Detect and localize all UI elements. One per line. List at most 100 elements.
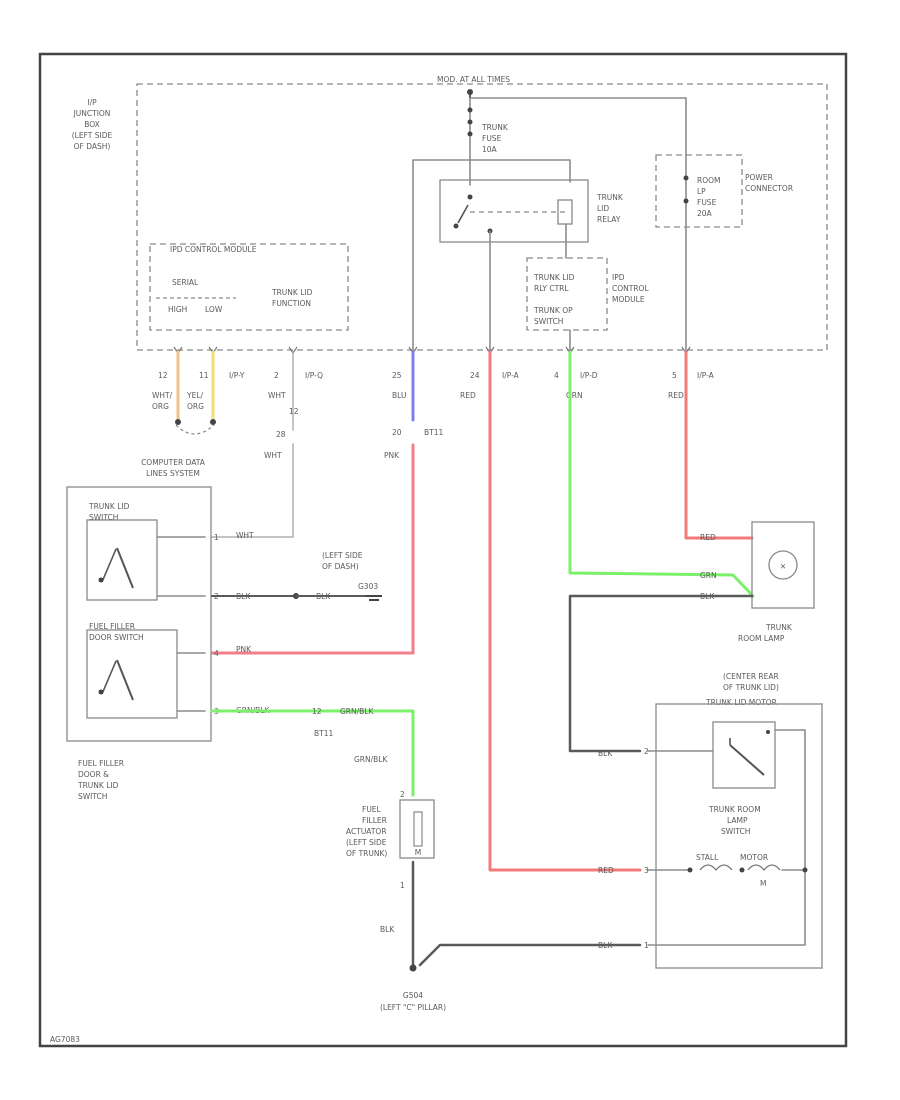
fuel-filler-trunk-lid-switch: TRUNK LID SWITCH FUEL FILLER DOOR SWITCH	[66, 486, 212, 742]
pin-ipd: I/P-D	[580, 371, 598, 380]
svg-text:GRN: GRN	[566, 391, 583, 400]
svg-text:BT11: BT11	[424, 428, 443, 437]
svg-text:RELAY: RELAY	[597, 215, 621, 224]
svg-text:LP: LP	[697, 187, 706, 196]
svg-text:(LEFT SIDE: (LEFT SIDE	[322, 551, 363, 560]
svg-text:TRUNK: TRUNK	[765, 623, 793, 632]
svg-text:TRUNK LID: TRUNK LID	[271, 288, 313, 297]
svg-text:G504: G504	[403, 991, 423, 1000]
svg-text:TRUNK LID: TRUNK LID	[88, 502, 130, 511]
svg-text:WHT/: WHT/	[152, 391, 173, 400]
grn-wire	[568, 350, 755, 598]
red-wire-5	[684, 350, 754, 540]
svg-text:OF TRUNK): OF TRUNK)	[346, 849, 387, 858]
svg-text:2: 2	[400, 790, 405, 799]
svg-text:OF DASH): OF DASH)	[74, 142, 111, 151]
svg-text:RED: RED	[598, 866, 614, 875]
svg-text:OF TRUNK LID): OF TRUNK LID)	[723, 683, 779, 692]
svg-text:DOOR SWITCH: DOOR SWITCH	[89, 633, 144, 642]
svg-text:M: M	[415, 848, 421, 857]
svg-text:TRUNK LID: TRUNK LID	[77, 781, 119, 790]
svg-text:STALL: STALL	[696, 853, 719, 862]
trunk-lid-motor: (CENTER REAR OF TRUNK LID) TRUNK LID MOT…	[598, 672, 823, 969]
svg-text:PNK: PNK	[236, 645, 252, 654]
svg-text:FUEL: FUEL	[362, 805, 382, 814]
blk-lamp-wire	[568, 594, 754, 753]
ipd-module-right: TRUNK LID RLY CTRL TRUNK OP SWITCH IPD C…	[526, 257, 649, 331]
svg-text:BLK: BLK	[598, 749, 613, 758]
grn-blk-wire	[210, 709, 415, 797]
pin-24: 24	[470, 371, 480, 380]
ground-g303: (LEFT SIDE OF DASH) G303	[322, 551, 382, 601]
svg-text:ACTUATOR: ACTUATOR	[346, 827, 387, 836]
pin-4: 4	[554, 371, 559, 380]
pin-ipq: I/P-Q	[305, 371, 323, 380]
svg-text:12: 12	[289, 407, 299, 416]
trunk-room-lamp: ✕ TRUNK ROOM LAMP RED GRN BLK	[700, 521, 815, 643]
svg-text:RED: RED	[668, 391, 684, 400]
pin-ipa1: I/P-A	[502, 371, 520, 380]
pin-ipy: I/P-Y	[229, 371, 245, 380]
fuel-filler-actuator: M 2 1 FUEL FILLER ACTUATOR (LEFT SIDE OF…	[346, 790, 435, 890]
svg-text:LAMP: LAMP	[727, 816, 748, 825]
svg-text:BOX: BOX	[84, 120, 100, 129]
svg-text:TRUNK OP: TRUNK OP	[533, 306, 573, 315]
diagram-border	[38, 52, 848, 1048]
svg-text:OF DASH): OF DASH)	[322, 562, 359, 571]
svg-text:BLK: BLK	[598, 941, 613, 950]
svg-text:20A: 20A	[697, 209, 713, 218]
svg-text:SWITCH: SWITCH	[534, 317, 563, 326]
svg-text:PNK: PNK	[384, 451, 400, 460]
pin-11: 11	[199, 371, 209, 380]
svg-text:ROOM LAMP: ROOM LAMP	[738, 634, 785, 643]
svg-text:IPD: IPD	[612, 273, 625, 282]
svg-text:MOTOR: MOTOR	[740, 853, 768, 862]
svg-text:SWITCH: SWITCH	[78, 792, 107, 801]
svg-text:LID: LID	[597, 204, 609, 213]
svg-text:POWER: POWER	[745, 173, 773, 182]
svg-text:20: 20	[392, 428, 402, 437]
svg-text:(LEFT SIDE: (LEFT SIDE	[72, 131, 113, 140]
red-wire-24	[488, 350, 642, 872]
svg-text:SWITCH: SWITCH	[721, 827, 750, 836]
svg-text:4: 4	[214, 649, 219, 658]
pin-5: 5	[672, 371, 677, 380]
svg-text:(LEFT SIDE: (LEFT SIDE	[346, 838, 387, 847]
svg-text:FILLER: FILLER	[362, 816, 387, 825]
svg-text:JUNCTION: JUNCTION	[73, 109, 111, 118]
svg-text:CONTROL: CONTROL	[612, 284, 649, 293]
svg-text:GRN/BLK: GRN/BLK	[354, 755, 388, 764]
svg-text:FUNCTION: FUNCTION	[272, 299, 311, 308]
svg-text:TRUNK LID: TRUNK LID	[533, 273, 575, 282]
svg-text:BT11: BT11	[314, 729, 333, 738]
svg-text:TRUNK: TRUNK	[596, 193, 624, 202]
svg-text:(LEFT "C" PILLAR): (LEFT "C" PILLAR)	[380, 1003, 446, 1012]
svg-text:FUEL FILLER: FUEL FILLER	[89, 622, 135, 631]
svg-text:M: M	[760, 879, 766, 888]
svg-text:WHT: WHT	[236, 531, 254, 540]
pin-12: 12	[158, 371, 168, 380]
svg-text:3: 3	[644, 866, 649, 875]
svg-text:RED: RED	[460, 391, 476, 400]
trunk-fuse: TRUNK FUSE 10A	[467, 97, 509, 154]
svg-text:HIGH: HIGH	[168, 305, 187, 314]
footer-id: AG7083	[50, 1035, 80, 1044]
svg-text:FUSE: FUSE	[697, 198, 717, 207]
svg-text:DOOR &: DOOR &	[78, 770, 109, 779]
svg-text:TRUNK LID MOTOR: TRUNK LID MOTOR	[705, 698, 777, 707]
header-label: MOD. AT ALL TIMES	[437, 75, 510, 84]
pin-2: 2	[274, 371, 279, 380]
svg-text:BLK: BLK	[316, 592, 331, 601]
svg-text:G303: G303	[358, 582, 378, 591]
junction-box-outline	[136, 83, 828, 351]
svg-text:GRN/BLK: GRN/BLK	[340, 707, 374, 716]
svg-text:COMPUTER DATA: COMPUTER DATA	[141, 458, 206, 467]
svg-text:1: 1	[644, 941, 649, 950]
svg-text:10A: 10A	[482, 145, 498, 154]
svg-text:I/P: I/P	[87, 98, 97, 107]
ground-g504: G504 (LEFT "C" PILLAR)	[380, 964, 446, 1012]
svg-text:12: 12	[312, 707, 322, 716]
svg-text:(CENTER REAR: (CENTER REAR	[723, 672, 779, 681]
svg-text:TRUNK ROOM: TRUNK ROOM	[708, 805, 761, 814]
